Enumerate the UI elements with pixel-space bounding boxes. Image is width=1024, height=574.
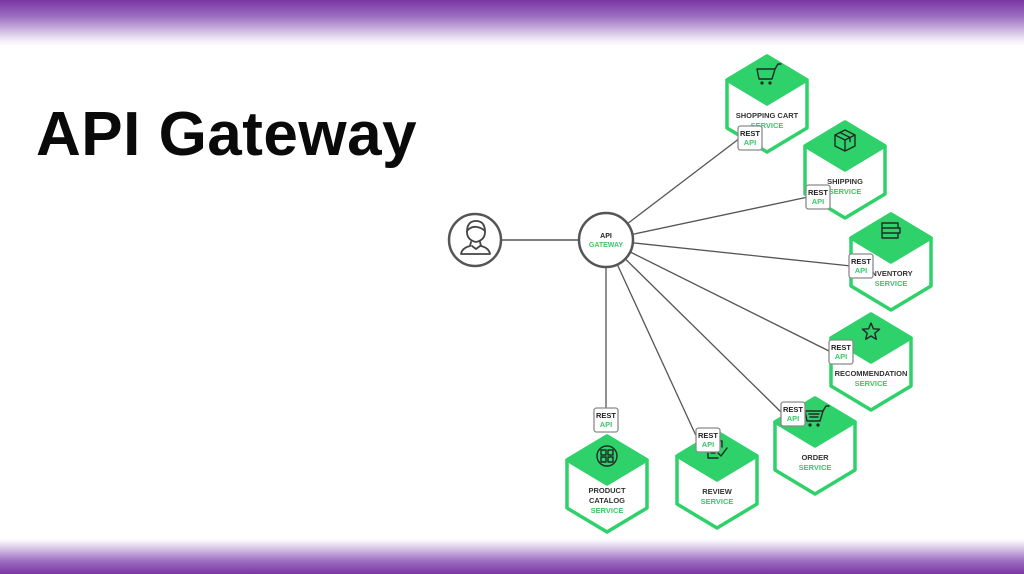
service-name: RECOMMENDATION xyxy=(835,369,908,378)
badge-line1: REST xyxy=(808,188,828,197)
connection-line-review xyxy=(616,264,699,441)
service-name: SHIPPING xyxy=(827,177,863,186)
hexagon-top-face xyxy=(725,54,809,106)
connection-line-inventory xyxy=(632,242,852,267)
order-cart-icon xyxy=(804,405,830,427)
badge-box xyxy=(805,184,831,210)
badge-box xyxy=(737,125,763,151)
catalog-grid-icon xyxy=(596,445,618,467)
connection-line-shopping-cart xyxy=(627,137,741,225)
badge-box xyxy=(695,427,721,453)
badge-line1: REST xyxy=(596,411,616,420)
badge-line2: API xyxy=(600,420,613,429)
star-icon xyxy=(861,322,881,340)
service-sub-label: SERVICE xyxy=(829,187,862,196)
gateway-circle xyxy=(577,211,635,269)
api-gateway-node[interactable]: API GATEWAY xyxy=(577,211,635,269)
gateway-label-line1: API xyxy=(600,233,612,240)
service-name: CATALOG xyxy=(589,496,625,505)
badge-line2: API xyxy=(835,352,848,361)
top-decorative-band xyxy=(0,0,1024,46)
service-sub-label: SERVICE xyxy=(701,497,734,506)
service-name: ORDER xyxy=(801,453,829,462)
user-icon xyxy=(460,220,491,255)
service-name: INVENTORY xyxy=(869,269,912,278)
rest-api-badges: RESTAPIRESTAPIRESTAPIRESTAPIRESTAPIRESTA… xyxy=(593,125,874,453)
connection-lines xyxy=(501,137,852,441)
client-node[interactable] xyxy=(447,212,503,268)
service-name: REVIEW xyxy=(702,487,733,496)
connection-line-order xyxy=(624,258,784,415)
shopping-cart-icon xyxy=(756,63,782,85)
badge-line2: API xyxy=(855,266,868,275)
service-sub-label: SERVICE xyxy=(751,121,784,130)
bottom-decorative-band xyxy=(0,538,1024,574)
central-nodes: API GATEWAY xyxy=(447,211,635,269)
badge-line1: REST xyxy=(851,257,871,266)
badge-line2: API xyxy=(812,197,825,206)
badge-line1: REST xyxy=(831,343,851,352)
service-sub-label: SERVICE xyxy=(591,506,624,515)
package-box-icon xyxy=(834,129,856,152)
service-name: PRODUCT xyxy=(588,486,626,495)
badge-line2: API xyxy=(702,440,715,449)
stack-icon xyxy=(881,222,901,239)
hexagon-top-face xyxy=(565,434,649,486)
badge-box xyxy=(828,339,854,365)
badge-box xyxy=(780,401,806,427)
badge-line2: API xyxy=(787,414,800,423)
connection-line-recommendation xyxy=(629,251,832,353)
badge-line1: REST xyxy=(783,405,803,414)
badge-box xyxy=(593,407,619,433)
badge-line1: REST xyxy=(698,431,718,440)
service-sub-label: SERVICE xyxy=(855,379,888,388)
slide-title: API Gateway xyxy=(36,100,418,169)
badge-line2: API xyxy=(744,138,757,147)
service-name: SHOPPING CART xyxy=(736,111,799,120)
badge-box xyxy=(848,253,874,279)
badge-line1: REST xyxy=(740,129,760,138)
service-sub-label: SERVICE xyxy=(875,279,908,288)
gateway-label-line2: GATEWAY xyxy=(589,242,624,249)
service-sub-label: SERVICE xyxy=(799,463,832,472)
connection-line-shipping xyxy=(632,196,809,236)
